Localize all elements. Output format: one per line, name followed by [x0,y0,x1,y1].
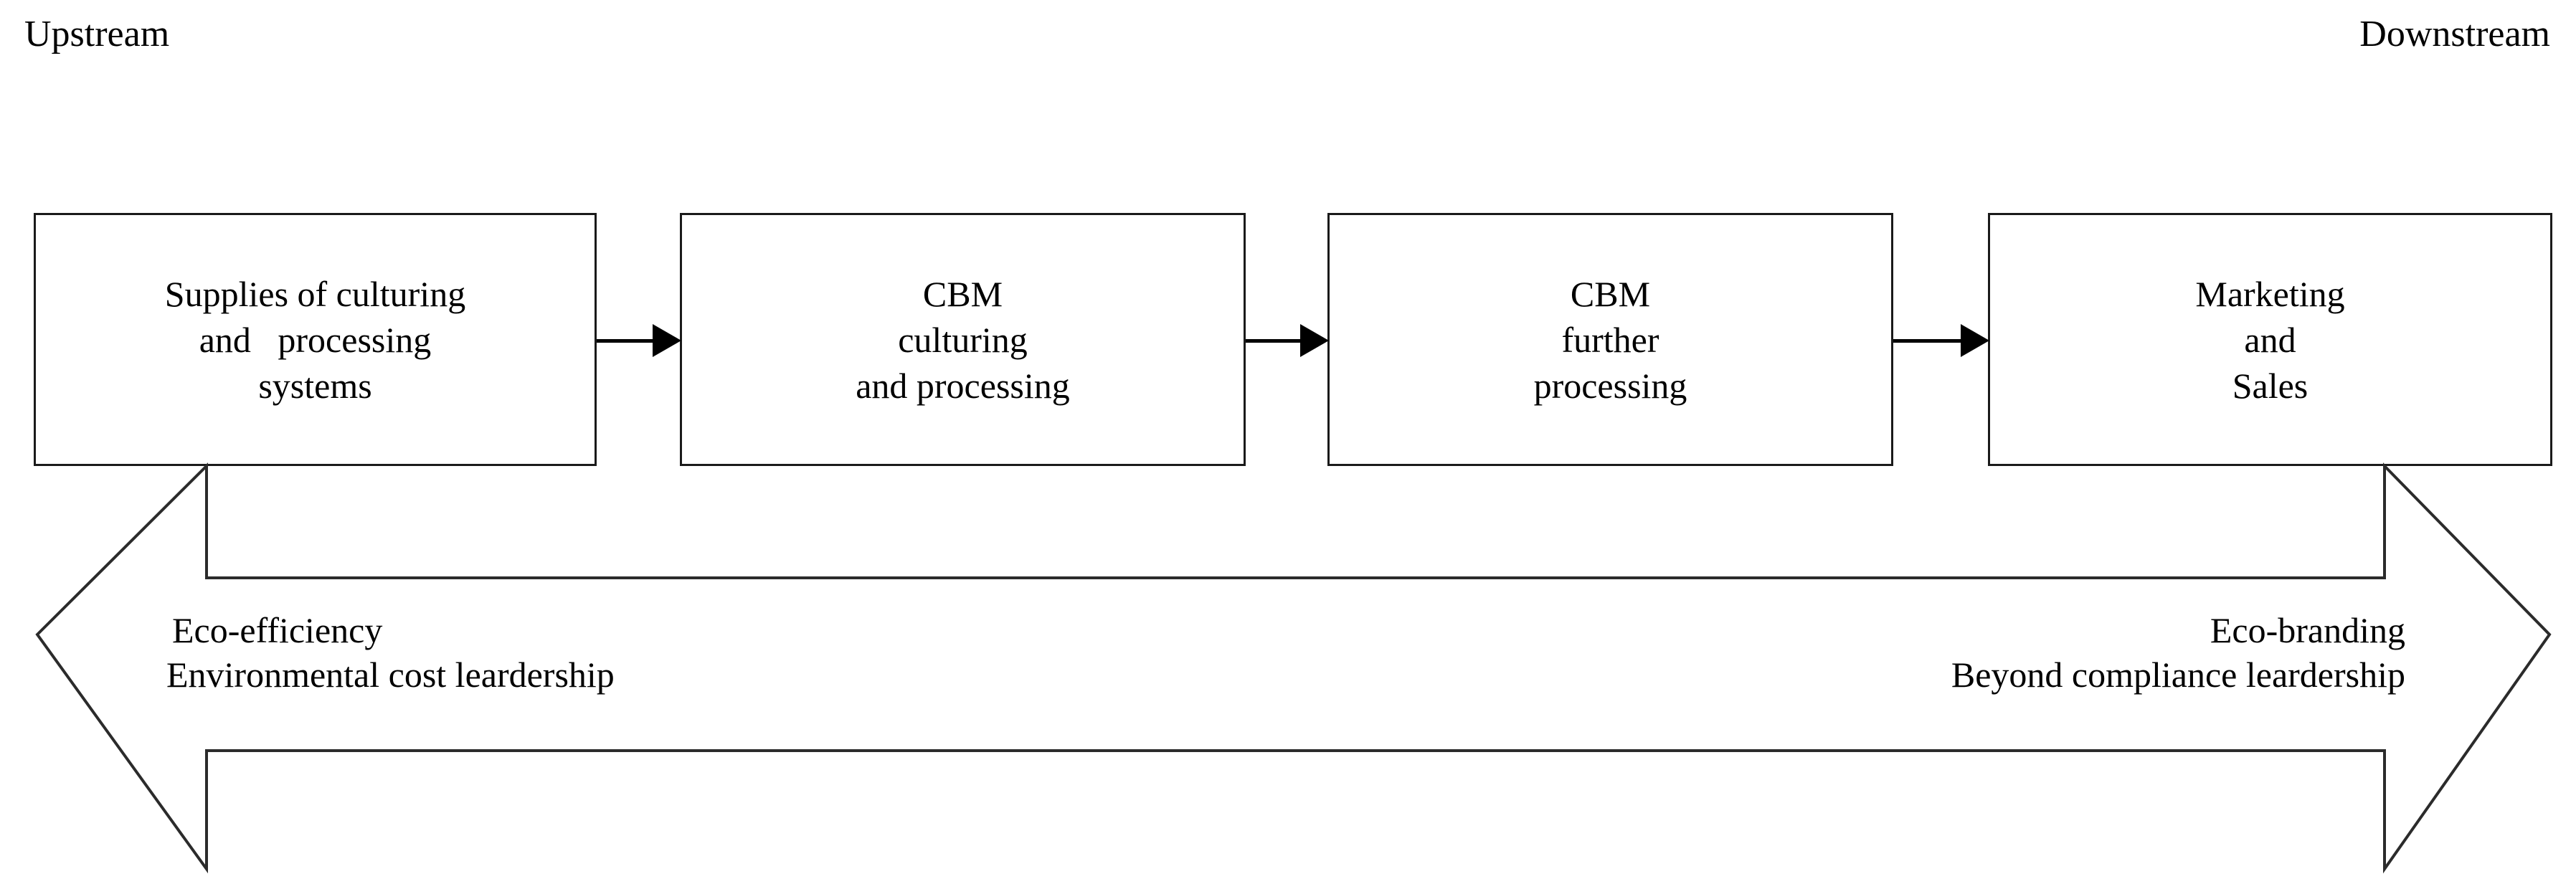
arrow-shaft [1246,338,1302,343]
process-box-line: further [1561,319,1659,360]
process-box-line: and processing [856,365,1070,406]
process-box-cbm-culturing[interactable]: CBM culturing and processing [680,213,1246,466]
upstream-strategy-labels: Eco-efficiency Environmental cost learde… [166,608,615,697]
process-box-line: culturing [898,319,1028,360]
arrow-right-icon [1246,324,1329,357]
strategy-label: Environmental cost leardership [166,655,615,695]
arrow-head [1300,324,1329,357]
process-box-supplies[interactable]: Supplies of culturing and processing sys… [34,213,597,466]
process-box-line: Marketing [2195,273,2345,314]
process-box-line: CBM [922,273,1003,314]
downstream-strategy-labels: Eco-branding Beyond compliance leardersh… [1951,608,2405,697]
process-box-line: Supplies of culturing [164,273,466,314]
process-box-line: CBM [1570,273,1651,314]
arrow-head [1961,324,1989,357]
process-box-line: and processing [199,319,432,360]
upstream-label: Upstream [24,14,170,54]
arrow-shaft [1893,338,1962,343]
process-box-line: and [2244,319,2296,360]
arrow-shaft [597,338,654,343]
process-box-marketing-sales[interactable]: Marketing and Sales [1988,213,2552,466]
strategy-label: Eco-branding [2210,610,2405,650]
strategy-label: Eco-efficiency [172,610,383,650]
strategy-label: Beyond compliance leardership [1951,655,2405,695]
process-box-line: Sales [2232,365,2309,406]
downstream-label: Downstream [2359,14,2550,54]
arrow-right-icon [1893,324,1989,357]
arrow-right-icon [597,324,681,357]
process-box-line: processing [1533,365,1687,406]
arrow-head [653,324,681,357]
process-box-cbm-further[interactable]: CBM further processing [1327,213,1893,466]
process-box-line: systems [258,365,372,406]
